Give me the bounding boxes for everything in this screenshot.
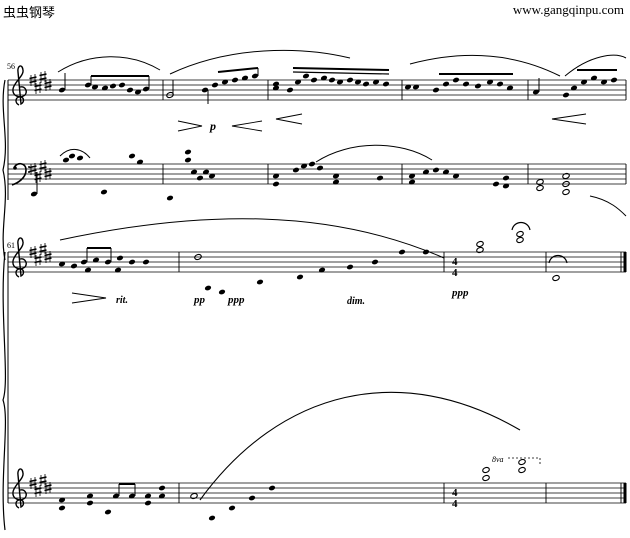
slur — [589, 195, 627, 217]
grand-staff-brace — [2, 251, 7, 531]
slur — [564, 54, 627, 77]
slur — [59, 149, 91, 159]
ottava-bracket — [508, 457, 541, 464]
ottava-marking: 8va — [492, 455, 504, 464]
time-signature-bottom: 4 — [452, 267, 458, 279]
system-1: 56 — [2, 49, 627, 261]
key-signature-treble — [28, 242, 53, 267]
measure-number: 56 — [7, 62, 15, 71]
key-signature-lower — [28, 473, 53, 498]
treble-clef-icon — [12, 468, 27, 509]
dynamic-marking: ppp — [227, 294, 245, 306]
key-signature-bass — [28, 159, 53, 184]
hairpins-system-1 — [177, 113, 587, 132]
barlines-system-1 — [162, 80, 627, 184]
treble-notes-m59 — [404, 73, 514, 94]
treble-notes-m56 — [58, 73, 150, 96]
slur — [57, 56, 161, 73]
treble-staff-1 — [8, 79, 626, 101]
slur — [409, 55, 561, 77]
site-url: www.gangqinpu.com — [512, 2, 624, 17]
time-signature-top: 4 — [452, 256, 458, 268]
bass-clef-icon — [11, 162, 30, 186]
barlines-system-2 — [178, 252, 627, 503]
treble-notes-m58 — [272, 67, 390, 94]
lower-notes-system-2 — [58, 458, 527, 522]
time-signature-top: 4 — [452, 487, 458, 499]
time-signature-bottom: 4 — [452, 498, 458, 510]
treble-notes-system-2 — [58, 221, 568, 296]
fermata-icon — [548, 254, 568, 264]
treble-staff-2 — [8, 251, 626, 273]
treble-clef-icon — [12, 237, 27, 278]
rit-marking: rit. — [116, 295, 128, 306]
dynamic-marking: p — [209, 119, 216, 133]
lower-staff-2 — [8, 482, 626, 504]
dynamic-marking: pp — [193, 294, 206, 306]
treble-notes-m60 — [532, 69, 618, 99]
dynamic-marking: ppp — [451, 287, 469, 299]
bass-notes-system-1 — [30, 148, 571, 202]
dim-marking: dim. — [347, 296, 365, 307]
grand-staff-brace — [2, 79, 6, 261]
system-2: 61 — [2, 218, 627, 531]
slur — [315, 144, 433, 163]
slur — [59, 218, 445, 259]
fermata-icon — [511, 221, 531, 231]
site-name: 虫虫钢琴 — [3, 6, 56, 21]
slur — [199, 391, 521, 501]
decrescendo-hairpin — [71, 292, 107, 304]
treble-clef-icon — [12, 65, 27, 106]
key-signature-treble — [28, 70, 53, 95]
measure-number: 61 — [7, 241, 15, 250]
treble-notes-m57 — [165, 67, 259, 104]
bass-staff-1 — [8, 163, 626, 185]
slur — [169, 49, 351, 75]
